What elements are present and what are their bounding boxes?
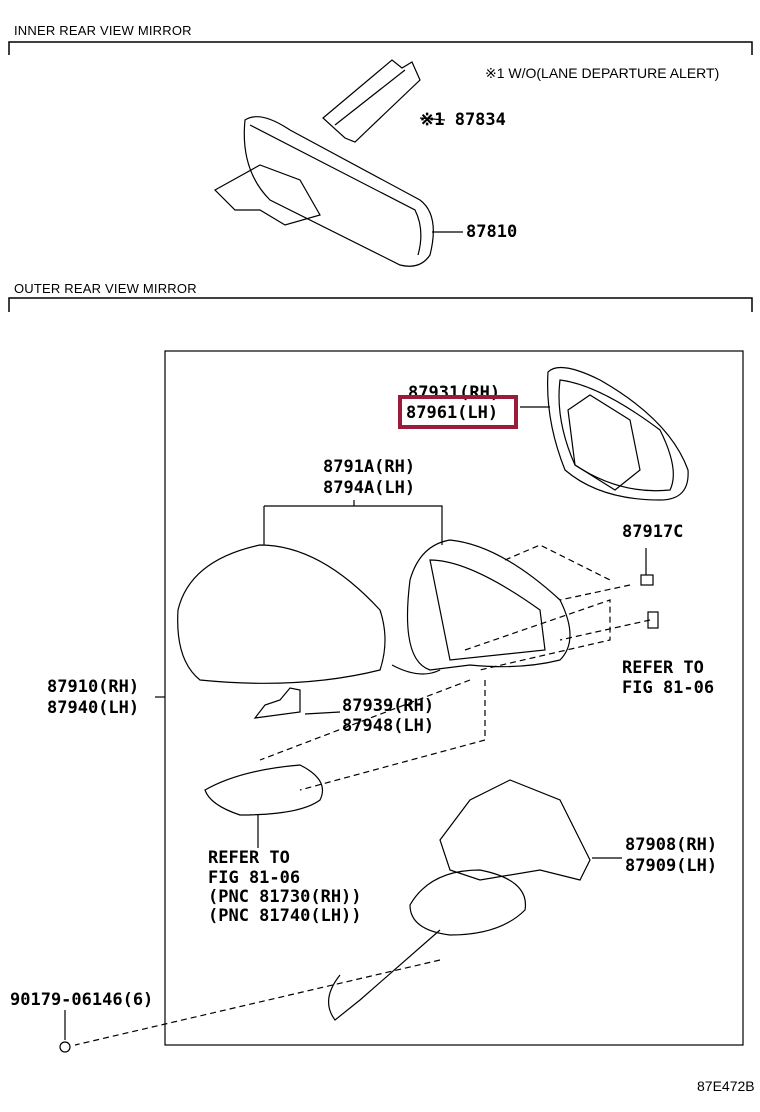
refer-pnc-lh: (PNC 81740(LH)) xyxy=(208,906,362,926)
part-87961[interactable]: 87961(LH) xyxy=(406,403,499,423)
inner-mirror-87810 xyxy=(214,116,463,267)
refer-fig-2[interactable]: FIG 81-06 xyxy=(208,868,301,888)
section-title-inner: INNER REAR VIEW MIRROR xyxy=(14,23,192,38)
section-title-outer: OUTER REAR VIEW MIRROR xyxy=(14,281,197,296)
actuator-87908 xyxy=(328,779,622,1021)
cover-87834 xyxy=(322,59,446,143)
figure-code: 87E472B xyxy=(697,1078,755,1094)
part-87834[interactable]: ※1 87834 xyxy=(420,110,506,130)
mirror-cover-8791A xyxy=(177,500,443,684)
refer-label-2: REFER TO xyxy=(208,848,290,868)
bracket-87939 xyxy=(253,687,341,719)
part-87810[interactable]: 87810 xyxy=(466,222,518,242)
footnote: ※1 W/O(LANE DEPARTURE ALERT) xyxy=(485,65,720,81)
bolt-90179 xyxy=(59,1010,71,1053)
projection-lines xyxy=(74,544,651,1046)
part-87948[interactable]: 87948(LH) xyxy=(342,716,435,736)
part-87909[interactable]: 87909(LH) xyxy=(625,856,718,876)
highlight-box xyxy=(398,395,518,429)
part-90179-06146[interactable]: 90179-06146(6) xyxy=(10,990,154,1010)
mirror-glass-87961 xyxy=(520,366,689,501)
refer-label-1: REFER TO xyxy=(622,658,704,678)
part-87940[interactable]: 87940(LH) xyxy=(47,698,140,718)
mirror-housing-87910 xyxy=(155,539,571,698)
refer-pnc-rh: (PNC 81730(RH)) xyxy=(208,887,362,907)
turn-signal-lamp xyxy=(204,764,324,848)
part-87917C[interactable]: 87917C xyxy=(622,522,684,542)
screw-87917C xyxy=(640,548,654,586)
part-87910[interactable]: 87910(RH) xyxy=(47,677,140,697)
assembly-frame xyxy=(164,350,744,1046)
part-8791A[interactable]: 8791A(RH) xyxy=(323,457,416,477)
part-87908[interactable]: 87908(RH) xyxy=(625,835,718,855)
screw-refer xyxy=(647,611,659,629)
part-87939[interactable]: 87939(RH) xyxy=(342,696,435,716)
part-8794A[interactable]: 8794A(LH) xyxy=(323,478,416,498)
refer-fig-1[interactable]: FIG 81-06 xyxy=(622,678,715,698)
